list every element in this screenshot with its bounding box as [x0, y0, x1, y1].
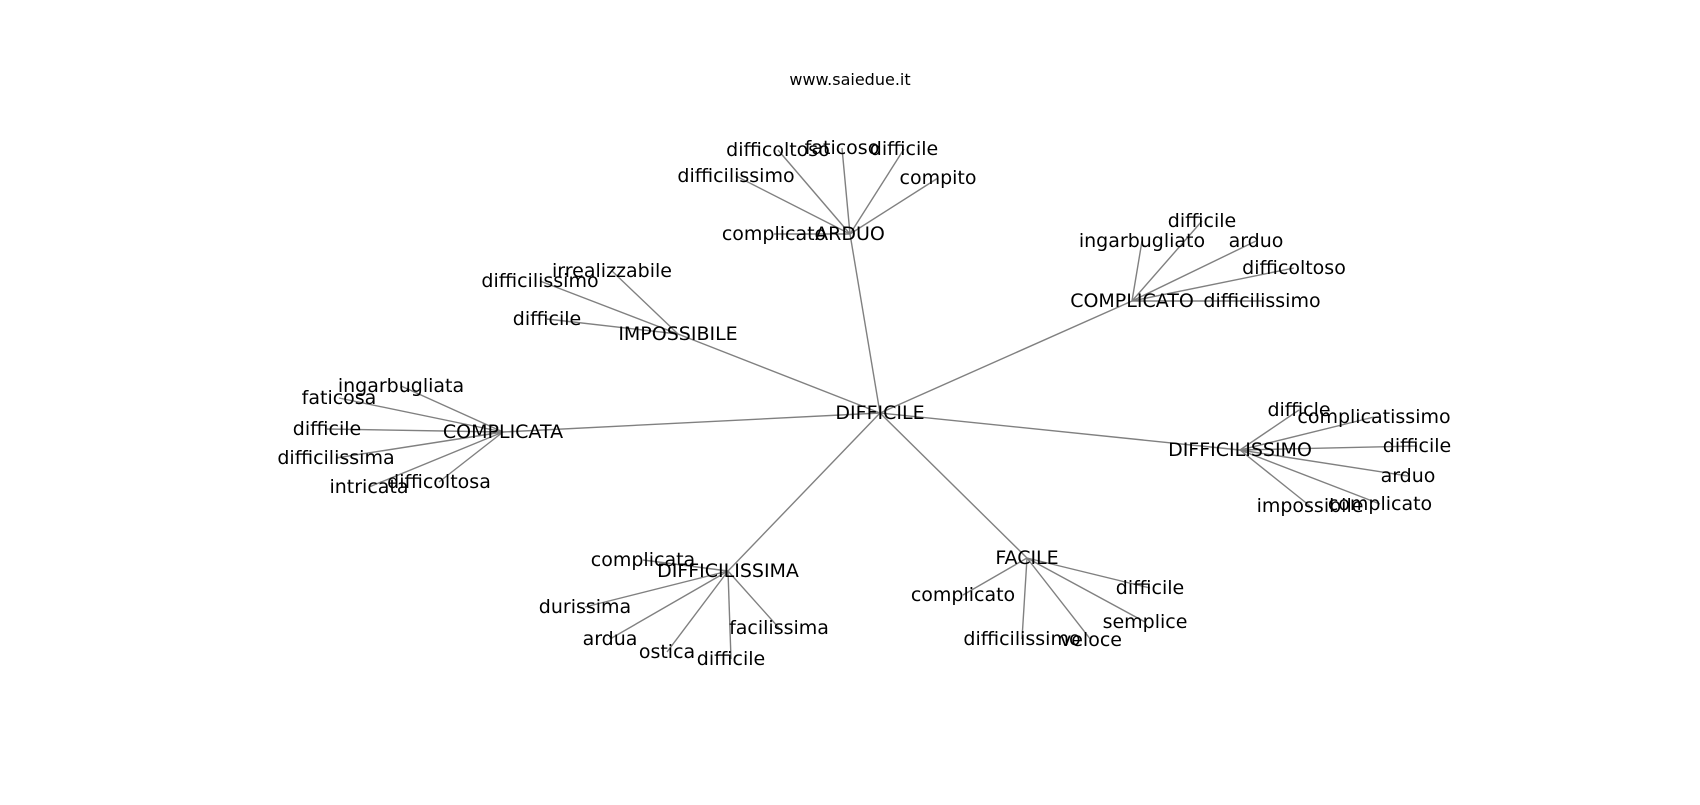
leaf-node-label: difficile: [513, 308, 581, 330]
edge-hub-to-leaf: [338, 397, 504, 433]
edge-hub-to-leaf: [1239, 409, 1300, 451]
leaf-node-label: difficle: [1267, 399, 1330, 421]
leaf-node-label: difficile: [1168, 210, 1236, 232]
leaf-node-label: durissima: [539, 596, 631, 618]
edges: [326, 147, 1418, 660]
edge-root-to-hub: [879, 412, 1241, 451]
leaf-node-label: faticosa: [302, 387, 377, 409]
leaf-node-label: difficoltoso: [726, 139, 830, 161]
edge-hub-to-leaf: [1026, 557, 1151, 589]
edge-root-to-hub: [727, 412, 881, 572]
edge-hub-to-leaf: [849, 148, 905, 235]
edge-hub-to-leaf: [1239, 449, 1381, 505]
edge-root-to-hub: [502, 412, 881, 433]
edge-hub-to-leaf: [1239, 445, 1418, 451]
leaf-node-label: veloce: [1060, 629, 1122, 651]
edge-hub-to-leaf: [1131, 220, 1203, 302]
edge-hub-to-leaf: [735, 175, 851, 235]
root-node-label: DIFFICILE: [835, 402, 924, 424]
leaf-node-label: irrealizzabile: [552, 260, 672, 282]
hub-node-label: IMPOSSIBILE: [618, 323, 737, 345]
edge-root-to-hub: [879, 300, 1133, 414]
edge-hub-to-leaf: [1239, 416, 1375, 451]
leaf-node-label: complicato: [911, 584, 1015, 606]
edge-root-to-hub: [677, 333, 881, 414]
leaf-node-label: complicatissimo: [1297, 406, 1450, 428]
leaf-node-label: difficilissimo: [481, 270, 598, 292]
leaf-node-label: impossibile: [1257, 495, 1364, 517]
edge-hub-to-leaf: [335, 431, 504, 459]
edge-hub-to-leaf: [1239, 449, 1311, 507]
edge-hub-to-leaf: [727, 570, 780, 629]
hub-node-label: ARDUO: [815, 223, 885, 245]
edge-hub-to-leaf: [400, 385, 504, 433]
edge-hub-to-leaf: [666, 570, 729, 653]
site-watermark: www.saiedue.it: [789, 70, 911, 89]
edge-root-to-hub: [849, 233, 881, 414]
leaf-node-label: arduo: [1381, 465, 1436, 487]
edge-hub-to-leaf: [962, 557, 1028, 596]
edge-hub-to-leaf: [1239, 449, 1409, 477]
edge-hub-to-leaf: [849, 177, 939, 235]
leaf-node-label: complicato: [1328, 493, 1432, 515]
leaf-node-label: difficile: [697, 648, 765, 670]
leaf-node-label: difficilissimo: [677, 165, 794, 187]
edge-hub-to-leaf: [438, 431, 504, 483]
hub-node-label: DIFFICILISSIMO: [1168, 439, 1312, 461]
edge-hub-to-leaf: [841, 147, 851, 235]
hub-node-label: COMPLICATO: [1070, 290, 1194, 312]
hub-node-label: COMPLICATA: [443, 421, 563, 443]
leaf-node-label: compito: [900, 167, 977, 189]
edge-root-to-hub: [879, 412, 1028, 559]
leaf-node-label: difficilissima: [277, 447, 394, 469]
leaf-node-label: arduo: [1229, 230, 1284, 252]
edge-hub-to-leaf: [611, 270, 679, 335]
edge-hub-to-leaf: [1026, 557, 1092, 641]
hub-node-label: FACILE: [995, 547, 1058, 569]
edge-hub-to-leaf: [642, 559, 729, 572]
leaf-node-label: difficile: [1116, 577, 1184, 599]
leaf-node-label: complicato: [722, 223, 826, 245]
leaf-node-label: complicata: [591, 549, 695, 571]
leaf-node-label: facilissima: [729, 617, 829, 639]
edge-hub-to-leaf: [368, 431, 504, 488]
edge-hub-to-leaf: [609, 570, 729, 640]
leaf-node-label: ingarbugliato: [1079, 230, 1205, 252]
edge-hub-to-leaf: [777, 149, 851, 235]
edge-hub-to-leaf: [1131, 240, 1143, 302]
edge-hub-to-leaf: [1026, 557, 1146, 623]
edge-hub-to-leaf: [539, 280, 679, 335]
leaf-node-label: ostica: [639, 641, 695, 663]
edge-hub-to-leaf: [326, 428, 504, 433]
edge-hub-to-leaf: [1131, 240, 1257, 302]
leaf-node-label: difficilissimo: [963, 628, 1080, 650]
leaf-node-label: difficoltosa: [387, 471, 491, 493]
leaf-node-label: difficoltoso: [1242, 257, 1346, 279]
edge-hub-to-leaf: [727, 570, 732, 660]
leaf-node-label: faticoso: [805, 137, 880, 159]
edge-hub-to-leaf: [1131, 267, 1295, 302]
edge-hub-to-leaf: [546, 318, 679, 335]
leaf-node-label: ingarbugliata: [338, 375, 464, 397]
leaf-node-label: difficile: [870, 138, 938, 160]
leaf-node-label: ardua: [583, 628, 638, 650]
hub-node-label: DIFFICILISSIMA: [657, 560, 799, 582]
edge-hub-to-leaf: [584, 570, 729, 608]
edge-hub-to-leaf: [1021, 557, 1028, 640]
node-labels: DIFFICILEARDUOdifficoltosofaticosodiffic…: [277, 137, 1451, 670]
leaf-node-label: semplice: [1103, 611, 1188, 633]
leaf-node-label: intricata: [329, 476, 408, 498]
leaf-node-label: difficile: [293, 418, 361, 440]
leaf-node-label: difficile: [1383, 435, 1451, 457]
leaf-node-label: difficilissimo: [1203, 290, 1320, 312]
